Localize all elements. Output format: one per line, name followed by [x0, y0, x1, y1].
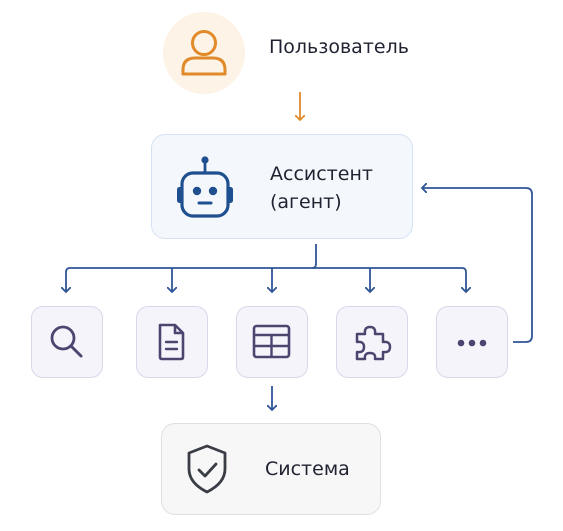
assistant-card	[151, 134, 413, 239]
tool-card-document	[136, 306, 208, 378]
arrow-feedback-loop	[422, 188, 533, 343]
robot-icon	[177, 156, 233, 218]
tool-card-more	[436, 306, 508, 378]
assistant-label: Ассистент (агент)	[270, 160, 373, 216]
user-icon	[181, 30, 227, 76]
puzzle-icon	[355, 325, 392, 361]
system-label: Система	[265, 458, 350, 480]
tool-card-search	[31, 306, 103, 378]
arrow-assistant-trunk	[311, 244, 317, 269]
system-card	[161, 423, 381, 515]
table-icon	[252, 324, 291, 359]
assistant-label-line2: (агент)	[270, 191, 342, 213]
user-label: Пользователь	[269, 36, 409, 58]
tool-card-puzzle	[336, 306, 408, 378]
document-icon	[158, 323, 185, 361]
shield-check-icon	[187, 444, 227, 494]
arrow-distribution-bar	[65, 267, 467, 273]
more-icon	[457, 339, 487, 347]
tool-card-table	[236, 306, 308, 378]
search-icon	[50, 325, 83, 358]
assistant-label-line1: Ассистент	[270, 163, 373, 185]
user-avatar-circle	[163, 12, 245, 94]
